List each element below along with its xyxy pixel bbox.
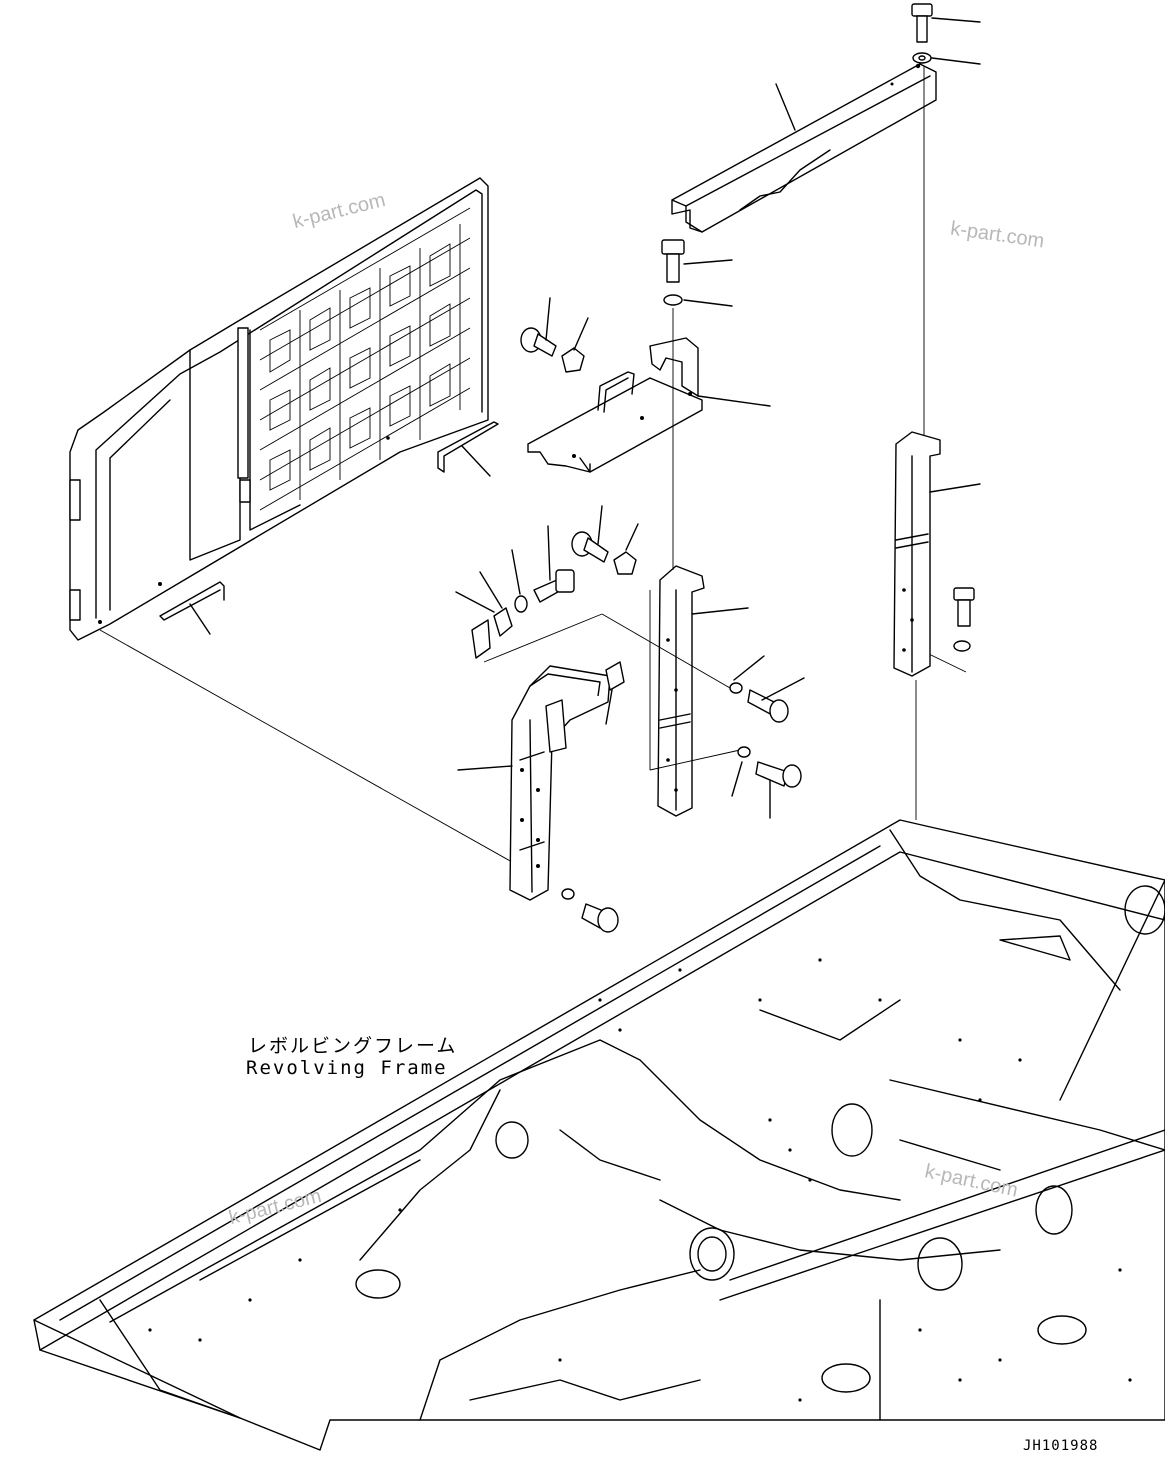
bolt-bottom-left	[561, 888, 619, 933]
rod-upper	[437, 421, 499, 477]
rod-lower	[159, 581, 225, 635]
bolt-nut-middle	[571, 505, 639, 575]
top-rail-bracket	[671, 63, 937, 233]
column-middle	[657, 565, 749, 817]
mounting-bracket-upper	[527, 337, 771, 473]
top-bolt	[911, 3, 981, 65]
bolt-washer-left	[511, 525, 575, 613]
clip-plate-left	[455, 571, 513, 659]
frame-label-english: Revolving Frame	[246, 1057, 448, 1079]
column-right	[893, 431, 981, 677]
bolt-right	[953, 587, 975, 652]
assembly-guide-lines	[99, 66, 967, 863]
bolts-middle-right	[729, 655, 805, 819]
drawing-code: JH101988	[1023, 1438, 1099, 1454]
clip-plate-mid	[605, 661, 625, 725]
revolving-frame	[33, 819, 1165, 1451]
bolt-nut-upper	[520, 297, 589, 373]
column-left	[457, 665, 611, 901]
screen-panel	[69, 177, 489, 641]
bolt-mid	[661, 239, 733, 307]
frame-label-japanese: レボルビングフレーム	[248, 1035, 458, 1057]
